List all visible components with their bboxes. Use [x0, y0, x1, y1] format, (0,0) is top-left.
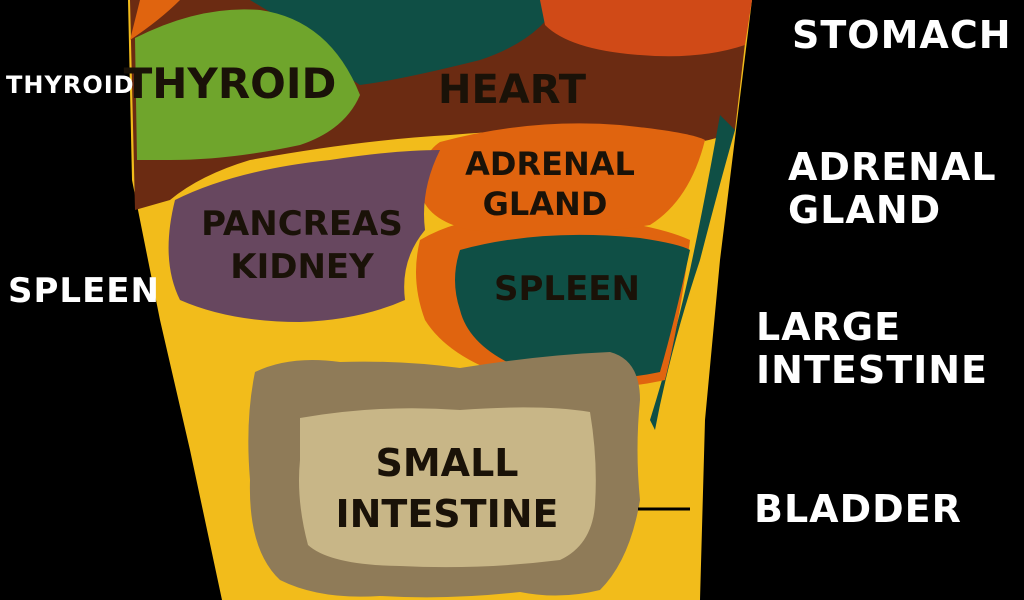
- adrenal-side-label-line1: ADRENAL: [788, 145, 997, 189]
- top-orange-zone: [130, 0, 180, 40]
- adrenal-side-label-line2: GLAND: [788, 187, 942, 232]
- stomach-zone: [540, 0, 752, 57]
- thyroid-zone: [135, 9, 360, 161]
- bladder-side-label: BLADDER: [754, 487, 962, 531]
- spleen-zone: [455, 234, 690, 379]
- thyroid-zone-label: THYROID: [124, 59, 337, 108]
- thyroid-side-label: THYROID: [6, 71, 135, 99]
- pancreas-kidney-zone: [168, 150, 441, 322]
- stomach-side-label: STOMACH: [792, 13, 1012, 57]
- heart-zone-label: HEART: [438, 67, 587, 113]
- large-intestine-side-label-line1: LARGE: [756, 305, 902, 349]
- small-intestine-zone: [299, 407, 596, 568]
- kidney-zone-label: KIDNEY: [230, 247, 374, 287]
- adrenal-gland-zone-label-line1: ADRENAL: [465, 145, 635, 183]
- small-intestine-zone-label-line2: INTESTINE: [335, 492, 558, 536]
- large-intestine-side-label-line2: INTESTINE: [756, 347, 989, 392]
- adrenal-gland-side-label: ADRENAL GLAND: [788, 146, 997, 231]
- pancreas-zone-label: PANCREAS: [201, 204, 403, 244]
- small-intestine-zone-label-line1: SMALL: [375, 441, 518, 485]
- large-intestine-side-label: LARGE INTESTINE: [756, 306, 988, 391]
- top-teal-zone: [250, 0, 560, 85]
- adrenal-gland-zone-label-line2: GLAND: [483, 185, 608, 223]
- adrenal-gland-zone: [420, 123, 705, 234]
- spleen-side-label: SPLEEN: [8, 271, 160, 311]
- spleen-zone-label: SPLEEN: [494, 269, 640, 309]
